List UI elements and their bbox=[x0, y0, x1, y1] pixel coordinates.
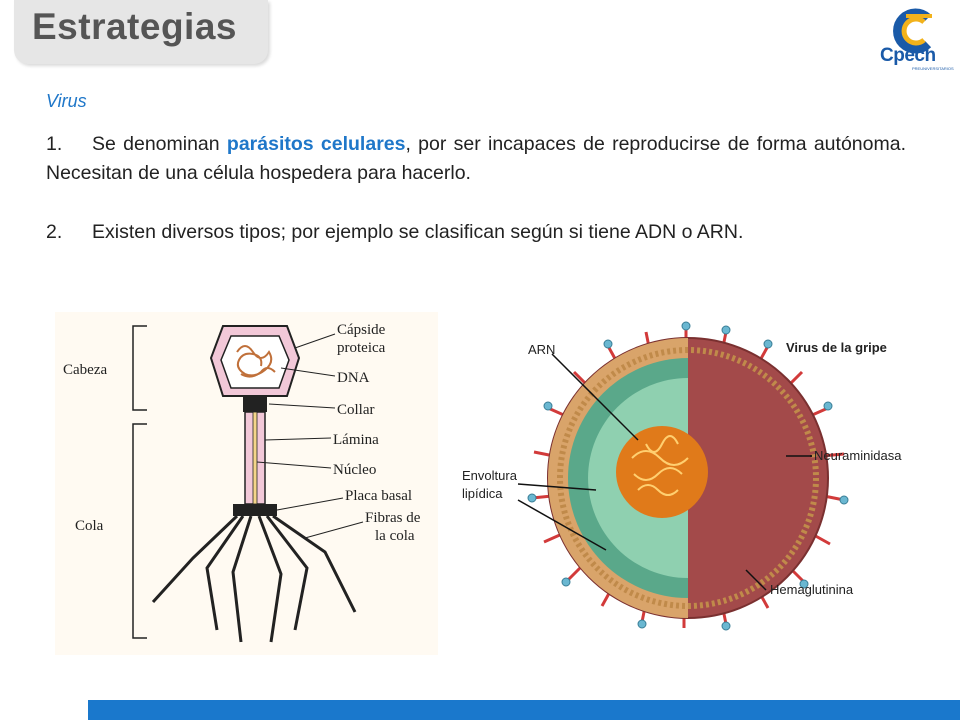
lipid-bilayer bbox=[557, 347, 819, 609]
section-subtitle: Virus bbox=[46, 91, 87, 111]
point-1: 1. Se denominan parásitos celulares, por … bbox=[46, 130, 906, 188]
bacteriophage-diagram: Cabeza Cola Cápside proteica DNA Collar … bbox=[55, 312, 438, 655]
page-title: Estrategias bbox=[32, 6, 237, 47]
point-1-text-start: Se denominan bbox=[92, 133, 227, 155]
cpech-logo-icon bbox=[893, 8, 932, 54]
label-neuraminidasa: Neuraminidasa bbox=[814, 448, 902, 463]
tail-core bbox=[252, 411, 258, 505]
rna-strands bbox=[631, 435, 689, 496]
hemagglutinin-knobs bbox=[527, 321, 849, 631]
label-fibras-2: la cola bbox=[375, 528, 415, 544]
label-arn: ARN bbox=[528, 342, 555, 357]
collar bbox=[243, 396, 267, 412]
point-2-text: Existen diversos tipos; por ejemplo se c… bbox=[92, 221, 744, 243]
label-capside-2: proteica bbox=[337, 340, 386, 356]
label-cabeza: Cabeza bbox=[63, 362, 107, 378]
label-cola: Cola bbox=[75, 518, 104, 534]
label-dna: DNA bbox=[337, 370, 370, 386]
point-1-number: 1. bbox=[46, 133, 63, 155]
footer-bar bbox=[88, 700, 960, 720]
point-2: 2. Existen diversos tipos; por ejemplo se… bbox=[46, 218, 906, 247]
point-1-highlight: parásitos celulares bbox=[226, 133, 406, 155]
label-collar: Collar bbox=[337, 402, 375, 418]
logo-tagline: PREUNIVERSITARIOS bbox=[912, 66, 954, 71]
flu-virus-diagram: Virus de la gripe ARN Envoltura lipídica… bbox=[456, 314, 922, 654]
logo-wordmark: Cpech bbox=[880, 45, 936, 66]
label-placa-basal: Placa basal bbox=[345, 488, 412, 504]
label-fibras-1: Fibras de bbox=[365, 510, 421, 526]
point-2-number: 2. bbox=[46, 221, 63, 243]
label-envoltura-1: Envoltura bbox=[462, 468, 518, 483]
label-hemaglutinina: Hemaglutinina bbox=[770, 582, 854, 597]
point-1-text-end: , por ser incapaces de reproducirse de f… bbox=[46, 133, 906, 184]
title-tab bbox=[14, 0, 268, 64]
label-capside-1: Cápside bbox=[337, 322, 386, 338]
label-envoltura-2: lipídica bbox=[462, 486, 503, 501]
label-flu-title: Virus de la gripe bbox=[786, 340, 887, 355]
rna-core bbox=[616, 426, 708, 518]
base-plate bbox=[233, 504, 277, 516]
tail-fibers bbox=[151, 514, 357, 643]
label-nucleo: Núcleo bbox=[333, 462, 376, 478]
label-lamina: Lámina bbox=[333, 432, 379, 448]
capsid-inner bbox=[220, 335, 290, 389]
